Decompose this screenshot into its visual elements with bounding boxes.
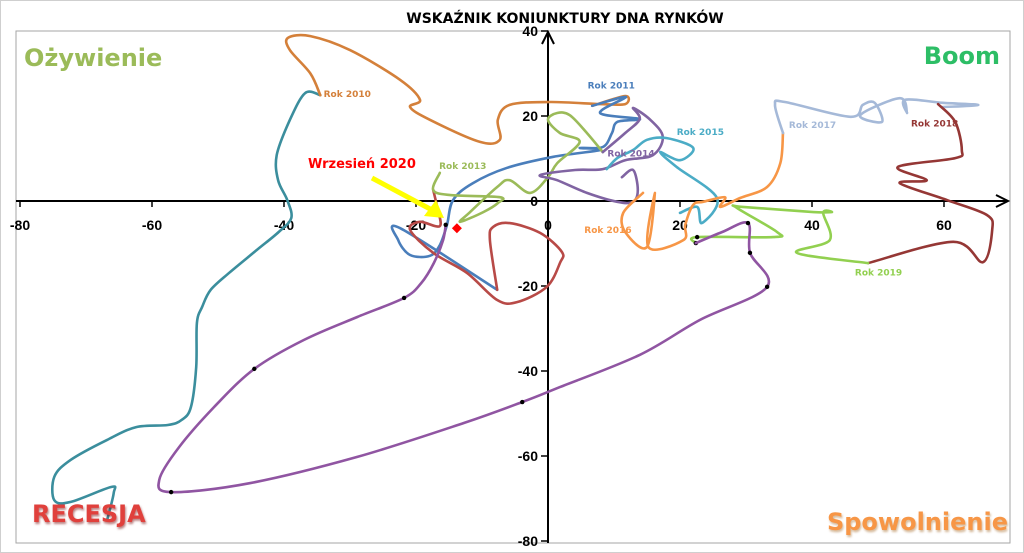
highlight-label: Wrzesień 2020 [308, 157, 416, 172]
x-tick-label: -80 [10, 217, 30, 233]
x-tick-label: 60 [936, 217, 952, 233]
data-point-marker [745, 220, 751, 226]
data-point-marker [747, 250, 753, 256]
series-label: Rok 2016 [584, 226, 631, 236]
x-tick-label: 0 [544, 217, 552, 233]
highlight-point-diamond [451, 223, 462, 234]
y-tick-label: 40 [522, 23, 538, 39]
quadrant-label-top-right: Boom [924, 42, 1000, 70]
y-tick-label: 0 [530, 193, 538, 209]
highlight-marker-group [370, 175, 462, 234]
x-tick-label: -60 [142, 217, 162, 233]
data-point-marker [252, 366, 257, 372]
series-label: Rok 2013 [439, 162, 486, 172]
data-point-marker [443, 222, 448, 227]
series-label: Rok 2010 [324, 90, 371, 100]
series-label: Rok 2014 [607, 149, 654, 159]
quadrant-label-bottom-left: RECESJA [32, 500, 146, 528]
series-line [689, 204, 870, 265]
series-line [50, 90, 322, 522]
y-axis-arrow [541, 29, 555, 45]
series-label: Rok 2018 [911, 120, 958, 130]
quadrant-label-top-left: Ożywienie [24, 44, 162, 72]
x-tick-label: 40 [804, 217, 820, 233]
series-line [605, 136, 719, 225]
series-label: Rok 2019 [855, 268, 902, 278]
data-point-marker [401, 295, 407, 301]
y-tick-label: 20 [522, 108, 538, 124]
data-point-marker [168, 489, 174, 495]
data-point-marker [764, 284, 770, 290]
series-label: Rok 2011 [588, 81, 635, 91]
series-line [408, 188, 565, 306]
y-tick-label: -80 [518, 533, 538, 549]
x-axis-arrow [995, 194, 1011, 208]
highlight-arrow-head [424, 200, 444, 218]
plot-area [15, 30, 1011, 544]
quadrant-label-bottom-right: Spowolnienie [827, 508, 1008, 536]
highlight-arrow [370, 175, 434, 213]
series-line [866, 102, 995, 265]
series-layer [50, 33, 995, 522]
x-tick-label: -20 [406, 217, 426, 233]
series-line [773, 96, 980, 135]
data-point-marker [694, 234, 700, 240]
data-point-marker [520, 399, 525, 405]
series-line [620, 131, 785, 251]
chart-title: WSKAŹNIK KONIUNKTURY DNA RYNKÓW [406, 9, 723, 27]
series-label: Rok 2017 [789, 121, 836, 131]
y-tick-label: -40 [518, 363, 538, 379]
y-tick-label: -60 [518, 448, 538, 464]
series-line [431, 111, 605, 224]
series-line [390, 95, 642, 292]
y-tick-label: -20 [518, 278, 538, 294]
series-line [157, 221, 771, 494]
series-label: Rok 2015 [677, 128, 724, 138]
